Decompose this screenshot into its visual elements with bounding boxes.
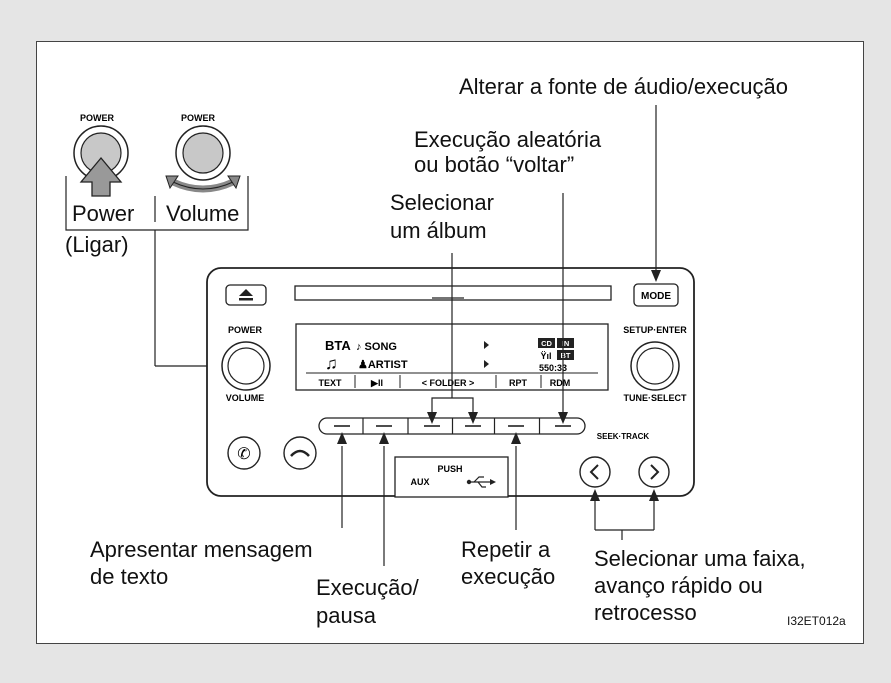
- badge-in: IN: [562, 339, 570, 348]
- label-album-line1: Selecionar: [390, 190, 494, 215]
- label-track-line1: Selecionar uma faixa,: [594, 546, 806, 571]
- setup-enter-label: SETUP·ENTER: [623, 325, 687, 335]
- seek-back-button[interactable]: [579, 456, 611, 488]
- label-power: Power: [72, 201, 135, 226]
- phone-hangup-button[interactable]: [283, 436, 317, 470]
- preset-buttons: [318, 417, 586, 435]
- phone-hangup-icon: [290, 449, 310, 457]
- display-time: 550:33: [539, 363, 567, 373]
- label-random-line1: Execução aleatória: [414, 127, 602, 152]
- aux-usb-panel: [394, 456, 509, 498]
- seek-forward-button[interactable]: [638, 456, 670, 488]
- badge-cd: CD: [541, 339, 552, 348]
- display-artist: ♟ARTIST: [358, 359, 408, 371]
- inset-power-caption: POWER: [80, 113, 115, 123]
- display-music-icon: ♫: [325, 354, 338, 373]
- label-random-line2: ou botão “voltar”: [414, 152, 575, 177]
- leader-lines: [337, 105, 661, 566]
- mode-button[interactable]: [633, 283, 679, 307]
- label-play-pause-line1: Execução/: [316, 575, 419, 600]
- head-unit: MODE POWER VOLUME SETUP·ENTER TUNE·SELEC…: [206, 267, 695, 498]
- phone-pickup-icon: ✆: [237, 446, 250, 463]
- tune-select-label: TUNE·SELECT: [624, 393, 688, 403]
- inset-volume-power-caption: POWER: [181, 113, 216, 123]
- label-text-msg-line1: Apresentar mensagem: [90, 537, 313, 562]
- push-label: PUSH: [437, 464, 462, 474]
- label-repeat-line2: execução: [461, 564, 556, 589]
- label-power-sub: (Ligar): [65, 232, 129, 257]
- signal-icon: Ÿıl: [540, 351, 551, 361]
- seek-track-label: SEEK·TRACK: [597, 432, 650, 441]
- label-mode-source: Alterar a fonte de áudio/execução: [459, 74, 789, 99]
- cd-slot: [294, 285, 612, 301]
- softkey-label: RPT: [509, 378, 528, 388]
- power-label: POWER: [228, 325, 263, 335]
- phone-pickup-button[interactable]: [227, 436, 261, 470]
- display-softkeys: TEXT ▶II < FOLDER > RPT RDM: [318, 378, 570, 388]
- label-play-pause-line2: pausa: [316, 603, 376, 628]
- label-album-line2: um álbum: [390, 218, 487, 243]
- softkey-label: < FOLDER >: [422, 378, 475, 388]
- badge-bt: BT: [561, 351, 571, 360]
- softkey-label: RDM: [550, 378, 571, 388]
- figure-code: I32ET012a: [787, 614, 846, 628]
- mode-button-label: MODE: [641, 291, 671, 302]
- inset-knobs: POWER POWER: [65, 113, 249, 371]
- aux-label: AUX: [410, 477, 429, 487]
- volume-label: VOLUME: [226, 393, 265, 403]
- label-track-line3: retrocesso: [594, 600, 697, 625]
- chevron-left-icon: [589, 464, 599, 480]
- label-repeat-line1: Repetir a: [461, 537, 551, 562]
- label-volume: Volume: [166, 201, 240, 226]
- eject-icon: [239, 289, 253, 296]
- label-track-line2: avanço rápido ou: [594, 573, 763, 598]
- softkey-label: ▶II: [370, 378, 383, 388]
- display-bta: BTA: [325, 338, 351, 353]
- press-arrow-icon: [79, 156, 123, 197]
- display-song: ♪ SONG: [356, 341, 397, 353]
- chevron-right-icon: [650, 464, 660, 480]
- label-text-msg-line2: de texto: [90, 564, 169, 589]
- usb-icon: [466, 476, 496, 488]
- softkey-label: TEXT: [318, 378, 342, 388]
